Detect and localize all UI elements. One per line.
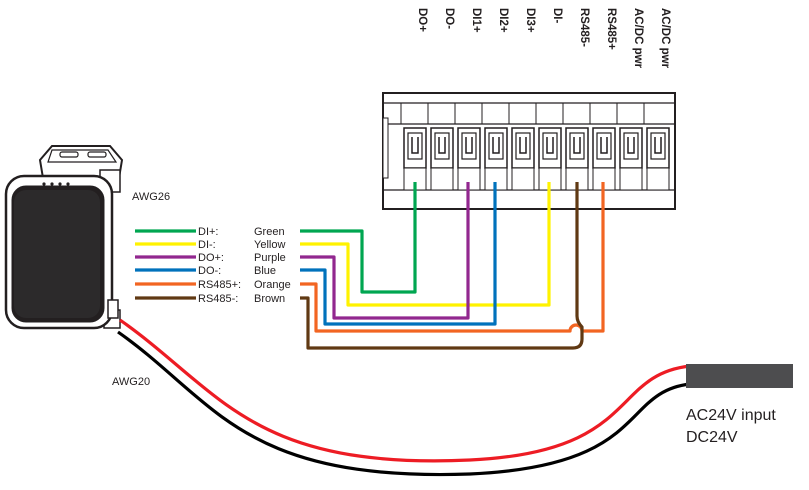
terminal-slot	[643, 103, 670, 191]
terminal-pin-label: RS485+	[605, 8, 617, 50]
terminal-slot	[616, 103, 643, 191]
terminal-pin-label: DO-	[443, 8, 455, 29]
awg-signal-label: AWG26	[132, 191, 170, 203]
awg-power-label: AWG20	[112, 376, 150, 388]
wire-brown	[300, 182, 584, 350]
wire-color-label: Orange	[254, 279, 291, 291]
terminal-slot	[481, 103, 508, 191]
terminal-slot	[427, 103, 454, 191]
wire-signal-label: RS485+:	[198, 279, 241, 291]
wire-color-label: Purple	[254, 252, 286, 264]
wire-color-label: Brown	[254, 293, 285, 305]
terminal-pin-label: DI-	[551, 8, 563, 24]
terminal-pin-label: DI1+	[470, 8, 482, 33]
wire-signal-label: DO-:	[198, 265, 221, 277]
wire-signal-label: DO+:	[198, 252, 224, 264]
power-connector	[686, 364, 793, 388]
wire-signal-label: RS485-:	[198, 293, 238, 305]
terminal-pin-label: DO+	[416, 8, 428, 32]
wire-yellow	[300, 182, 551, 307]
power-input-label: AC24V input	[686, 407, 776, 424]
signal-wires	[135, 182, 605, 350]
terminal-slot	[400, 103, 427, 191]
wire-signal-label: DI+:	[198, 226, 218, 238]
wire-color-label: Yellow	[254, 239, 285, 251]
wire-color-label: Blue	[254, 265, 276, 277]
terminal-pin-label: AC/DC pwr	[659, 8, 671, 69]
wire-green	[300, 182, 417, 294]
power-cables	[117, 318, 691, 477]
terminal-pin-label: DI2+	[497, 8, 509, 33]
terminal-slot	[535, 103, 562, 191]
sensor-device	[4, 145, 124, 330]
wire-purple	[300, 182, 470, 320]
terminal-pin-labels: DO+ DO- DI1+ DI2+ DI3+ DI- RS485- RS485+ AC/DC p…	[416, 8, 671, 69]
wire-color-label: Green	[254, 226, 285, 238]
wire-signal-label: DI-:	[198, 239, 216, 251]
terminal-block	[382, 92, 676, 210]
terminal-slot	[454, 103, 481, 191]
terminal-slot	[589, 103, 616, 191]
power-input-label-dc: DC24V	[686, 429, 738, 446]
terminal-slot	[508, 103, 535, 191]
terminal-pin-label: DI3+	[524, 8, 536, 33]
wire-blue	[300, 182, 497, 326]
terminal-pin-label: RS485-	[578, 8, 590, 47]
terminal-pin-label: AC/DC pwr	[632, 8, 644, 69]
